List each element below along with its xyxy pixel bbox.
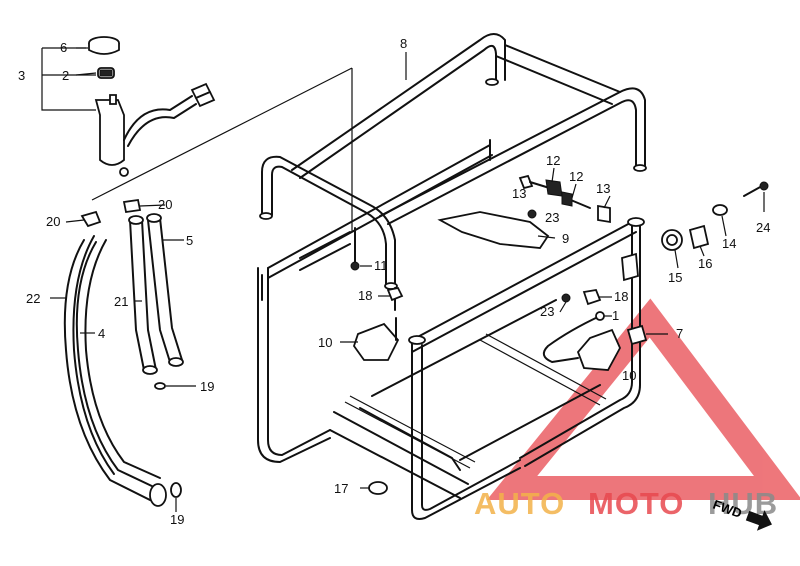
callout-14: 14 xyxy=(722,236,736,251)
callout-15: 15 xyxy=(668,270,682,285)
callout-20b: 20 xyxy=(46,214,60,229)
watermark-logo xyxy=(486,298,800,500)
callout-10a: 10 xyxy=(318,335,332,350)
callout-19a: 19 xyxy=(200,379,214,394)
callout-21: 21 xyxy=(114,294,128,309)
callout-18a: 18 xyxy=(358,288,372,303)
watermark-auto: AUTO xyxy=(474,486,565,521)
fwd-arrow-icon xyxy=(745,510,772,531)
callout-23b: 23 xyxy=(540,304,554,319)
callout-20a: 20 xyxy=(158,197,172,212)
callout-24: 24 xyxy=(756,220,770,235)
watermark-triangle xyxy=(486,298,800,500)
callout-2: 2 xyxy=(62,68,69,83)
frame-assembly xyxy=(257,33,647,520)
callout-23a: 23 xyxy=(545,210,559,225)
callout-4: 4 xyxy=(98,326,105,341)
callout-10b: 10 xyxy=(622,368,636,383)
callout-5: 5 xyxy=(186,233,193,248)
callout-22: 22 xyxy=(26,291,40,306)
callout-12a: 12 xyxy=(546,153,560,168)
callout-labels: 6 2 3 8 12 12 13 13 13 20 20 5 9 11 18 1… xyxy=(18,36,770,527)
callout-13b: 13 xyxy=(596,181,610,196)
callout-11: 11 xyxy=(374,258,388,273)
callout-19b: 19 xyxy=(170,512,184,527)
callout-3: 3 xyxy=(18,68,25,83)
callout-1: 1 xyxy=(612,308,619,323)
fuel-cap-assembly xyxy=(88,36,216,177)
leader-lines xyxy=(50,47,765,512)
watermark-moto: MOTO xyxy=(588,486,684,521)
callout-18b: 18 xyxy=(614,289,628,304)
callout-16: 16 xyxy=(698,256,712,271)
callout-13a: 13 xyxy=(512,186,526,201)
callout-6: 6 xyxy=(60,40,67,55)
callout-17: 17 xyxy=(334,481,348,496)
callout-12b: 12 xyxy=(569,169,583,184)
hoses xyxy=(63,213,184,507)
callout-7: 7 xyxy=(676,326,683,341)
clips xyxy=(80,198,182,498)
hardware-parts xyxy=(350,174,769,495)
callout-8: 8 xyxy=(400,36,407,51)
callout-9: 9 xyxy=(562,231,569,246)
watermark-triangle-inner xyxy=(560,368,740,472)
